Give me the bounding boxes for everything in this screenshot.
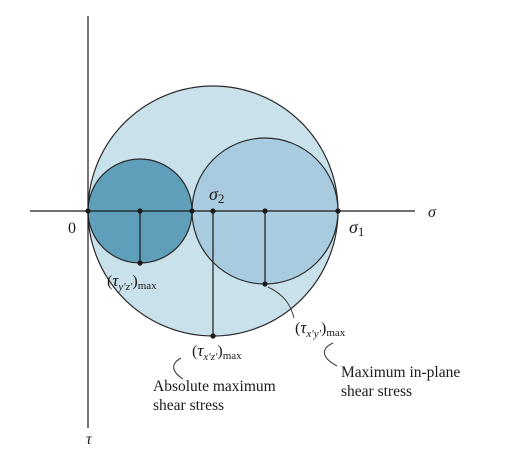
tau-xz-label: (τx′z′)max <box>192 341 242 363</box>
in-plane-leader <box>267 286 295 319</box>
in-plane-note-line1: Maximum in-plane <box>341 364 460 381</box>
tau-xy-dot <box>262 281 268 287</box>
in-plane-note-line2: shear stress <box>341 383 412 400</box>
in-plane-note-leader <box>324 342 338 367</box>
sigma1-label: σ1 <box>349 217 364 239</box>
tau-xy-label: (τx′y′)max <box>295 318 346 340</box>
tau-yz-dot <box>137 260 143 266</box>
absolute-note-leader <box>173 357 184 380</box>
center-right-dot <box>262 208 268 214</box>
tau-yz-label: (τy′z′)max <box>107 271 157 293</box>
sigma1-dot <box>335 208 341 214</box>
center-small-dot <box>137 208 143 214</box>
sigma-axis-label: σ <box>428 204 437 221</box>
origin-label: 0 <box>68 220 76 237</box>
sigma2-label: σ2 <box>209 184 224 206</box>
origin-dot <box>85 208 91 214</box>
absolute-note-line2: shear stress <box>153 397 224 414</box>
sigma2-dot <box>189 208 195 214</box>
absolute-note-line1: Absolute maximum <box>153 378 276 395</box>
tau-axis-label: τ <box>86 431 93 448</box>
center-outer-dot <box>210 208 216 214</box>
tau-xz-dot <box>210 333 216 339</box>
